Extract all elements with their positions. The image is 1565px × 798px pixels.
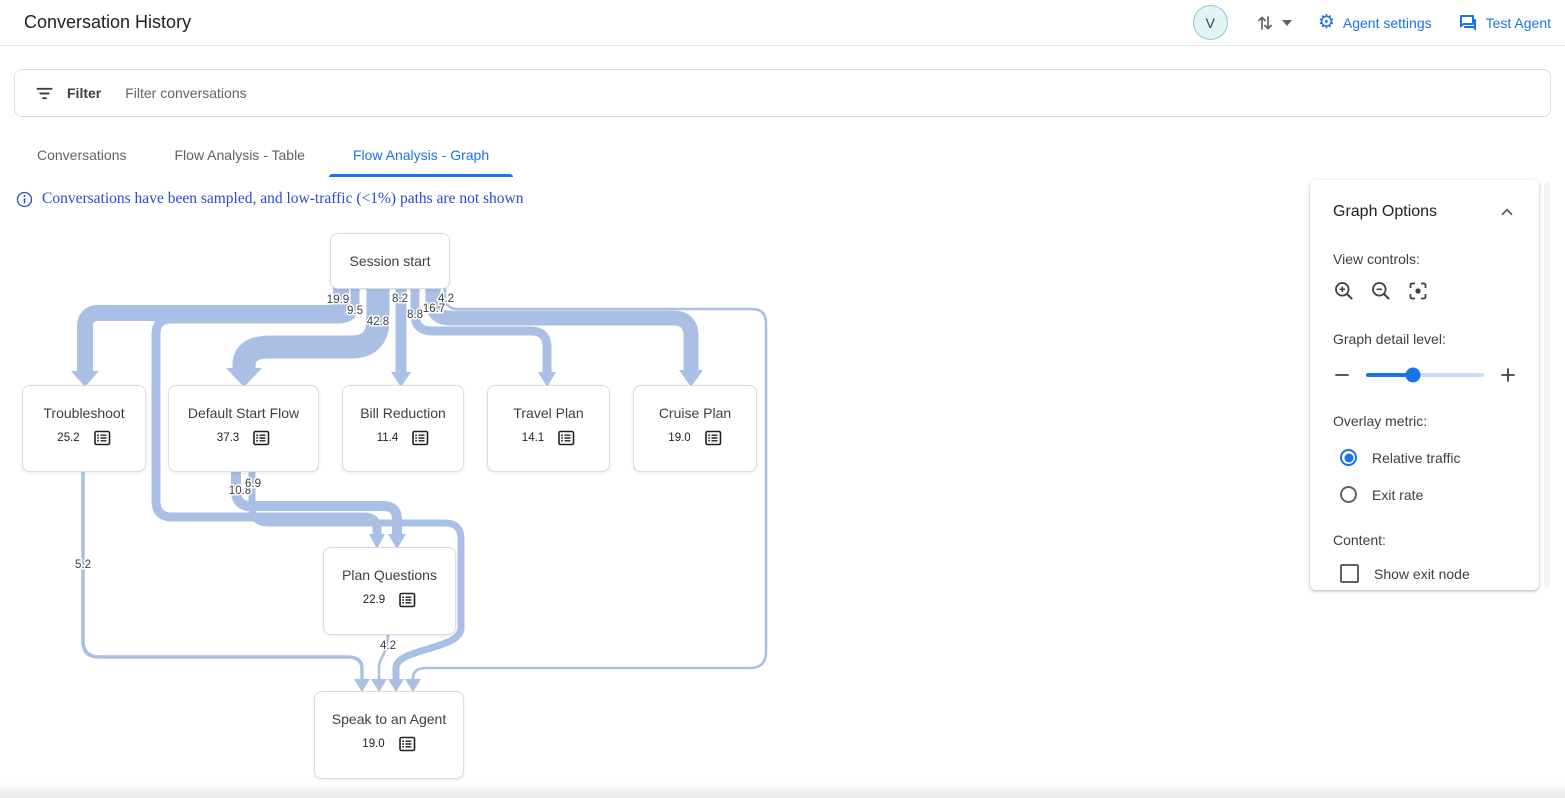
edge-label: 16.7 bbox=[423, 303, 445, 315]
node-title: Default Start Flow bbox=[187, 405, 300, 421]
flow-node-speak-to-an-agent[interactable]: Speak to an Agent 19.0 bbox=[314, 691, 464, 779]
edge-label: 42.8 bbox=[367, 316, 389, 328]
edge-label: 5.2 bbox=[75, 559, 91, 571]
node-traffic-value: 14.1 bbox=[521, 432, 545, 444]
filter-label: Filter bbox=[67, 85, 102, 101]
graph-options-panel: Graph Options View controls: Graph detai… bbox=[1310, 180, 1539, 590]
sort-control[interactable] bbox=[1254, 12, 1292, 34]
increase-detail-button[interactable] bbox=[1499, 366, 1517, 384]
node-title: Session start bbox=[349, 253, 431, 269]
node-details-icon[interactable] bbox=[93, 430, 111, 446]
avatar-letter: V bbox=[1205, 14, 1215, 31]
sort-arrows-icon bbox=[1254, 12, 1276, 34]
node-traffic-value: 22.9 bbox=[362, 594, 386, 606]
detail-level-label: Graph detail level: bbox=[1333, 331, 1446, 347]
view-controls-label: View controls: bbox=[1333, 251, 1420, 267]
test-agent-button[interactable]: Test Agent bbox=[1458, 13, 1551, 33]
detail-level-slider[interactable] bbox=[1366, 367, 1484, 383]
flow-node-troubleshoot[interactable]: Troubleshoot 25.2 bbox=[22, 385, 146, 472]
page-title: Conversation History bbox=[24, 12, 192, 32]
content-label: Content: bbox=[1333, 532, 1386, 548]
edge-label: 9.5 bbox=[347, 305, 363, 317]
decrease-detail-button[interactable] bbox=[1333, 366, 1351, 384]
edge-session-travelplan bbox=[410, 287, 552, 373]
agent-settings-label: Agent settings bbox=[1342, 14, 1432, 31]
flow-node-cruise-plan[interactable]: Cruise Plan 19.0 bbox=[633, 385, 757, 472]
radio-button-selected[interactable] bbox=[1340, 449, 1357, 466]
node-details-icon[interactable] bbox=[399, 592, 416, 608]
filter-icon bbox=[35, 85, 54, 102]
show-exit-node-option[interactable]: Show exit node bbox=[1340, 564, 1517, 583]
edge-label: 8.8 bbox=[407, 309, 423, 321]
tab-bar: Conversations Flow Analysis - Table Flow… bbox=[13, 133, 514, 177]
node-title: Troubleshoot bbox=[43, 405, 125, 421]
zoom-out-icon[interactable] bbox=[1370, 280, 1392, 302]
slider-fill bbox=[1366, 373, 1414, 377]
flow-node-bill-reduction[interactable]: Bill Reduction 11.4 bbox=[342, 385, 464, 472]
node-details-icon[interactable] bbox=[253, 430, 270, 446]
node-details-icon[interactable] bbox=[398, 736, 416, 752]
overlay-metric-label: Overlay metric: bbox=[1333, 413, 1428, 429]
flow-node-default-start-flow[interactable]: Default Start Flow 37.3 bbox=[168, 385, 319, 472]
info-icon bbox=[16, 191, 33, 208]
node-details-icon[interactable] bbox=[558, 430, 575, 446]
edge-session-speak bbox=[411, 287, 768, 680]
edge-label: 19.9 bbox=[327, 294, 349, 306]
node-title: Bill Reduction bbox=[360, 405, 446, 421]
panel-scrollbar[interactable] bbox=[1544, 182, 1550, 588]
edge-label: 8.2 bbox=[392, 293, 408, 305]
node-title: Speak to an Agent bbox=[331, 711, 447, 727]
node-details-icon[interactable] bbox=[704, 430, 722, 446]
radio-exit-rate[interactable]: Exit rate bbox=[1340, 486, 1517, 503]
edge-label: 4.2 bbox=[380, 640, 396, 652]
filter-bar[interactable]: Filter bbox=[14, 69, 1551, 117]
node-title: Cruise Plan bbox=[658, 405, 732, 421]
radio-relative-traffic[interactable]: Relative traffic bbox=[1340, 449, 1517, 466]
tab-conversations[interactable]: Conversations bbox=[37, 147, 127, 163]
tab-flow-analysis-table[interactable]: Flow Analysis - Table bbox=[174, 147, 305, 163]
edge-session-defaultstartflow bbox=[232, 287, 390, 369]
panel-title: Graph Options bbox=[1333, 203, 1438, 220]
show-exit-node-checkbox[interactable] bbox=[1340, 564, 1359, 583]
tab-flow-analysis-graph[interactable]: Flow Analysis - Graph bbox=[328, 133, 514, 177]
edge-label: 4.2 bbox=[438, 293, 454, 305]
edge-default-planquestions bbox=[231, 470, 402, 535]
chat-icon bbox=[1458, 13, 1478, 33]
node-traffic-value: 11.4 bbox=[376, 432, 399, 444]
node-traffic-value: 25.2 bbox=[57, 432, 80, 444]
filter-conversations-input[interactable] bbox=[123, 84, 1550, 102]
radio-button[interactable] bbox=[1340, 486, 1357, 503]
node-traffic-value: 19.0 bbox=[668, 432, 691, 444]
app-header: Conversation History V ⚙ Agent settings bbox=[0, 0, 1565, 46]
edge-session-troubleshoot bbox=[77, 287, 349, 372]
chevron-down-icon bbox=[1281, 19, 1292, 26]
node-traffic-value: 37.3 bbox=[216, 432, 240, 444]
node-title: Plan Questions bbox=[342, 567, 437, 583]
edge-label: 6.9 bbox=[245, 478, 261, 490]
flow-node-plan-questions[interactable]: Plan Questions 22.9 bbox=[323, 547, 456, 635]
edge-planquestions-speak bbox=[377, 632, 390, 680]
edge-session-cruiseplan bbox=[425, 287, 699, 371]
collapse-panel-button[interactable] bbox=[1497, 202, 1517, 222]
node-traffic-value: 19.0 bbox=[362, 738, 385, 750]
node-details-icon[interactable] bbox=[412, 430, 429, 446]
avatar[interactable]: V bbox=[1192, 5, 1228, 40]
center-focus-icon[interactable] bbox=[1407, 280, 1429, 302]
node-title: Travel Plan bbox=[513, 405, 584, 421]
flow-node-session-start[interactable]: Session start bbox=[330, 233, 450, 289]
edge-label: 10.8 bbox=[229, 485, 251, 497]
test-agent-label: Test Agent bbox=[1485, 14, 1551, 31]
sampling-notice: Conversations have been sampled, and low… bbox=[16, 190, 524, 208]
slider-thumb[interactable] bbox=[1405, 367, 1421, 383]
edge-troubleshoot-speak bbox=[81, 470, 364, 680]
agent-settings-button[interactable]: ⚙ Agent settings bbox=[1318, 13, 1432, 32]
zoom-in-icon[interactable] bbox=[1333, 280, 1355, 302]
notice-text: Conversations have been sampled, and low… bbox=[42, 190, 524, 207]
flow-node-travel-plan[interactable]: Travel Plan 14.1 bbox=[487, 385, 610, 472]
gear-icon: ⚙ bbox=[1317, 11, 1335, 33]
canvas-bottom-edge bbox=[0, 782, 1565, 798]
